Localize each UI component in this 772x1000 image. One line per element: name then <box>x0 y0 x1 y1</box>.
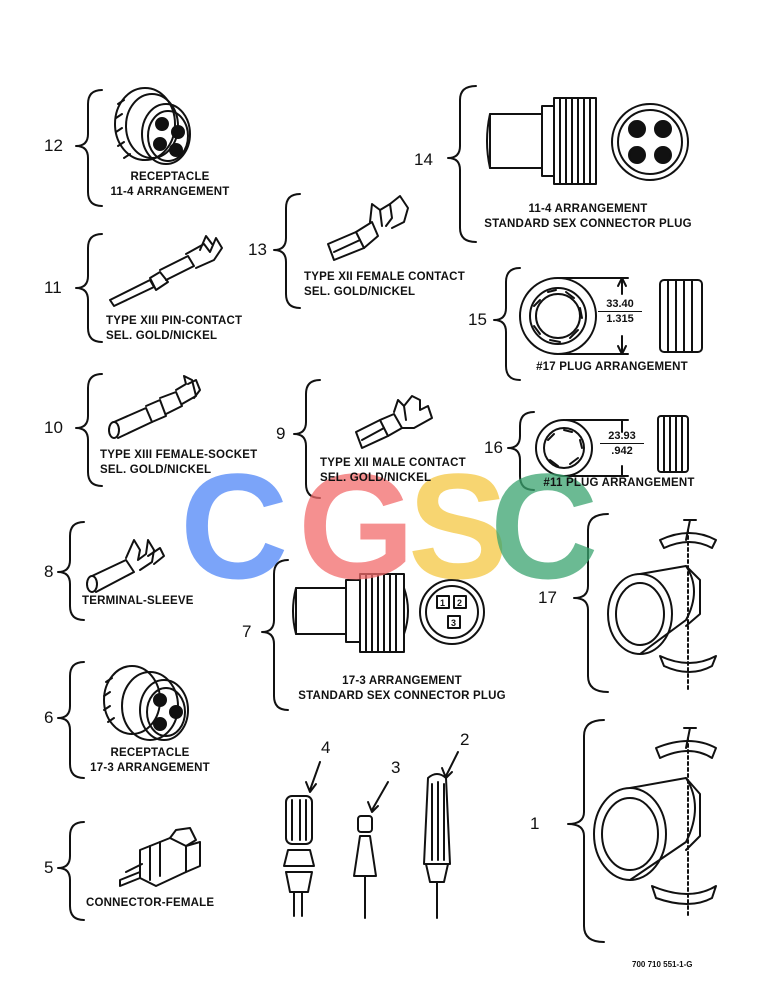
item-number-8: 8 <box>44 562 54 581</box>
brace-10 <box>75 373 103 487</box>
brace-13 <box>273 193 301 309</box>
item-number-7: 7 <box>242 622 252 641</box>
male-contact-drawing <box>355 395 433 449</box>
terminal-sleeve-drawing <box>86 539 165 593</box>
caption-item-14: 11-4 ARRANGEMENT STANDARD SEX CONNECTOR … <box>484 203 692 230</box>
tool-3-drawing <box>353 781 389 919</box>
caption-item-7: 17-3 ARRANGEMENT STANDARD SEX CONNECTOR … <box>298 675 506 702</box>
brace-6 <box>57 661 85 779</box>
tool-2-drawing <box>423 751 459 919</box>
plug-17-drawing <box>519 277 703 355</box>
brace-7 <box>261 559 289 711</box>
item-number-15: 15 <box>468 310 487 329</box>
brace-15 <box>493 267 521 381</box>
caption-item-13: TYPE XII FEMALE CONTACT SEL. GOLD/NICKEL <box>304 271 465 298</box>
female-contact-drawing <box>327 195 409 261</box>
pin-number: 2 <box>457 598 463 608</box>
caption-item-6: RECEPTACLE 17-3 ARRANGEMENT <box>90 747 210 774</box>
brace-12 <box>75 89 103 207</box>
caption-item-5: CONNECTOR-FEMALE <box>86 897 215 909</box>
caption-item-8: TERMINAL-SLEEVE <box>82 595 194 607</box>
item-number-14: 14 <box>414 150 433 169</box>
caption-item-11: TYPE XIII PIN-CONTACT SEL. GOLD/NICKEL <box>106 315 243 342</box>
watermark-letter: C <box>180 442 289 610</box>
item-number-1: 1 <box>530 814 540 833</box>
brace-17 <box>573 513 609 693</box>
brace-9 <box>293 379 321 499</box>
document-number: 700 710 551-1-G <box>632 960 693 969</box>
item-number-10: 10 <box>44 418 63 437</box>
item-number-13: 13 <box>248 240 267 259</box>
caption-item-9: TYPE XII MALE CONTACT SEL. GOLD/NICKEL <box>320 457 466 484</box>
item-number-11: 11 <box>44 278 62 297</box>
connector-female-drawing <box>119 827 201 887</box>
dimension-plug-11: 23.93 .942 <box>600 430 644 457</box>
item-number-4: 4 <box>321 738 331 757</box>
item-number-6: 6 <box>44 708 54 727</box>
receptacle-11-4-drawing <box>114 87 191 165</box>
caption-item-12: RECEPTACLE 11-4 ARRANGEMENT <box>110 171 230 198</box>
item-number-3: 3 <box>391 758 401 777</box>
item-number-5: 5 <box>44 858 54 877</box>
brace-8 <box>57 521 85 621</box>
female-socket-drawing <box>108 375 201 439</box>
plug-11-drawing <box>535 415 689 477</box>
watermark-letter: S <box>408 442 509 610</box>
caption-item-16: #11 PLUG ARRANGEMENT <box>543 477 695 489</box>
brace-14 <box>447 85 477 243</box>
pin-number: 3 <box>451 618 457 628</box>
connector-plug-11-4-drawing <box>486 97 689 185</box>
caption-item-15: #17 PLUG ARRANGEMENT <box>536 361 688 373</box>
brace-16 <box>507 411 535 491</box>
item-number-9: 9 <box>276 424 286 443</box>
item-number-12: 12 <box>44 136 63 155</box>
backshell-assembly-17-drawing <box>607 519 717 691</box>
watermark-letter: G <box>298 442 415 610</box>
item-number-17: 17 <box>538 588 557 607</box>
item-number-2: 2 <box>460 730 470 749</box>
item-number-16: 16 <box>484 438 503 457</box>
connector-plug-17-3-drawing <box>292 573 485 653</box>
watermark-letter: C <box>490 442 599 610</box>
backshell-assembly-1-drawing <box>593 727 717 917</box>
caption-item-10: TYPE XIII FEMALE-SOCKET SEL. GOLD/NICKEL <box>100 449 258 476</box>
receptacle-17-3-drawing <box>103 665 189 741</box>
brace-11 <box>75 233 103 343</box>
tool-4-drawing <box>283 761 321 917</box>
pin-number: 1 <box>440 598 446 608</box>
brace-5 <box>57 821 85 921</box>
dimension-plug-17: 33.40 1.315 <box>598 298 642 325</box>
brace-1 <box>567 719 605 943</box>
pin-contact-drawing <box>109 235 223 307</box>
